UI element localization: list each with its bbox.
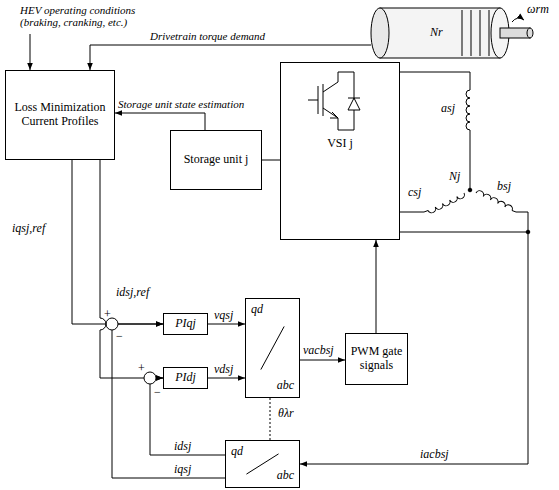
- signal-connector: [208, 324, 245, 325]
- signal-label: ωrm: [527, 3, 549, 16]
- signal-connector: [300, 360, 345, 361]
- node-text: qd: [231, 445, 243, 459]
- node-text: VSI j: [327, 137, 353, 151]
- signal-label: csj: [408, 186, 421, 199]
- signal-connector: [100, 160, 163, 378]
- stator-windings: [428, 90, 514, 214]
- signal-label: asj: [441, 102, 455, 115]
- signal-label: Nj: [449, 170, 460, 183]
- signal-connector: [115, 113, 205, 130]
- drawing-stroke: [30, 8, 533, 464]
- edge-label: vdsj: [214, 363, 233, 376]
- motor-shaft-end: [527, 28, 533, 38]
- motor-slot: [462, 10, 463, 56]
- signal-label: idsj,ref: [116, 286, 149, 299]
- block-slash: [246, 454, 278, 474]
- sign-label: +: [104, 308, 111, 321]
- motor-shaft: [500, 28, 530, 38]
- signal-label: iacbsj: [420, 448, 449, 461]
- node-text: PIqj: [175, 317, 196, 331]
- edge-label: idsj: [174, 440, 191, 453]
- phase-c-wire: [400, 211, 428, 213]
- signal-label: Drivetrain torque demand: [150, 30, 265, 42]
- node-text: Loss Minimization Current Profiles: [6, 101, 114, 129]
- signal-label: iqsj,ref: [12, 222, 45, 235]
- winding-coil: [428, 193, 466, 214]
- process-box: PIdj: [163, 367, 208, 389]
- motor-face: [371, 8, 389, 58]
- sign-label: −: [116, 330, 123, 343]
- node-text: abc: [277, 469, 294, 483]
- motor-slot: [489, 10, 490, 56]
- motor-slot: [471, 10, 472, 56]
- current-sense-wire: [300, 232, 528, 464]
- igbt-symbol: [308, 72, 360, 130]
- drawing-stroke: [348, 98, 360, 110]
- transform-block: qd abc: [225, 440, 300, 488]
- signal-connector: [208, 378, 245, 379]
- motor-slots: [462, 10, 489, 56]
- motor-slot: [480, 10, 481, 56]
- drawing-stroke: [330, 112, 338, 118]
- edge-label: vacbsj: [303, 344, 334, 357]
- sign-label: −: [154, 386, 161, 399]
- signal-label: Nr: [430, 26, 443, 39]
- process-box: PIqj: [163, 313, 208, 335]
- signal-connector: [262, 160, 280, 161]
- transform-block: qd abc: [245, 298, 300, 398]
- node-text: PIdj: [175, 371, 196, 385]
- node-text: PWM gate signals: [346, 345, 407, 373]
- node-text: Storage unit j: [184, 153, 249, 167]
- signal-connector: [72, 160, 163, 324]
- process-box: PWM gate signals: [345, 333, 408, 385]
- edge-label: θλr: [278, 407, 294, 420]
- signal-label: HEV operating conditions (braking, crank…: [20, 4, 148, 28]
- phase-b-wire: [400, 211, 528, 233]
- edge-label: Storage unit state estimation: [118, 98, 244, 110]
- drawing-stroke: [338, 72, 354, 130]
- winding-coil: [466, 90, 470, 130]
- process-box: Storage unit j: [170, 130, 262, 190]
- block-slash: [261, 326, 284, 369]
- edge-label: iqsj: [174, 463, 191, 476]
- neutral-point: [468, 188, 472, 192]
- hev-arrow: [30, 34, 31, 70]
- summing-junction: [144, 372, 156, 384]
- signal-connector: [376, 240, 377, 333]
- drawing-stroke: [308, 72, 338, 130]
- motor-body: [380, 8, 500, 58]
- node-text: qd: [251, 303, 263, 317]
- process-box: VSI j: [280, 62, 400, 240]
- phase-a-wire: [400, 72, 470, 190]
- node-text: abc: [277, 379, 294, 393]
- signal-connector: [270, 398, 271, 440]
- sign-label: +: [138, 362, 145, 375]
- signal-label: bsj: [497, 180, 511, 193]
- edge-label: vqsj: [214, 309, 233, 322]
- speed-arrow: [512, 18, 524, 22]
- signal-connector: [150, 378, 225, 455]
- torque-demand-arrow: [90, 45, 371, 70]
- process-box: Loss Minimization Current Profiles: [5, 70, 115, 160]
- signal-connector: [112, 324, 225, 478]
